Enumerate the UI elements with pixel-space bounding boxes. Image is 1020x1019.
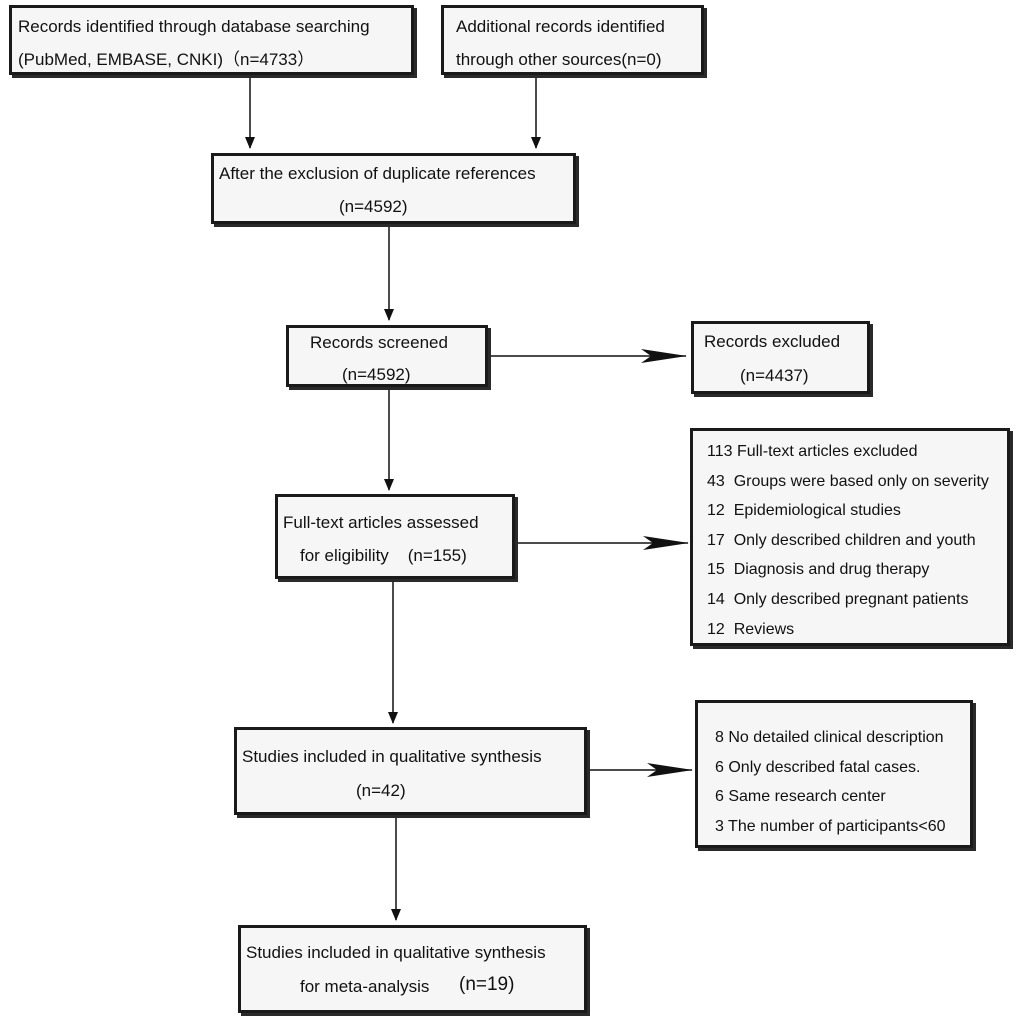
- qualitative-synthesis-box: Studies included in qualitative synthesi…: [234, 727, 587, 815]
- records-identified-box: Records identified through database sear…: [9, 5, 414, 75]
- fulltext-excluded-item: 14 Only described pregnant patients: [707, 590, 969, 608]
- duplicates-excluded-count: (n=4592): [339, 197, 408, 216]
- qualitative-excluded-item: 8 No detailed clinical description: [715, 729, 944, 746]
- meta-analysis-label-2: for meta-analysis: [300, 977, 430, 996]
- qualitative-excluded-item: 6 Same research center: [715, 788, 886, 806]
- meta-analysis-label: Studies included in qualitative synthesi…: [246, 943, 546, 962]
- records-screened-count: (n=4592): [342, 365, 411, 384]
- records-excluded-count: (n=4437): [740, 366, 809, 385]
- fulltext-excluded-item: 17 Only described children and youth: [707, 531, 976, 549]
- fulltext-excluded-item: 12 Reviews: [707, 620, 795, 638]
- qualitative-excluded-item: 6 Only described fatal cases.: [715, 758, 921, 776]
- duplicates-excluded-line1: After the exclusion of duplicate referen…: [219, 164, 536, 183]
- fulltext-excluded-item: 43 Groups were based only on severity: [707, 472, 989, 490]
- fulltext-assessed-box: Full-text articles assessed for eligibil…: [275, 494, 515, 579]
- additional-records-box: Additional records identified through ot…: [441, 5, 704, 75]
- records-excluded-label: Records excluded: [704, 332, 841, 351]
- records-screened-label: Records screened: [310, 333, 448, 352]
- fulltext-excluded-item: 12 Epidemiological studies: [707, 502, 901, 520]
- fulltext-excluded-box: 113 Full-text articles excluded 43 Group…: [690, 428, 1010, 646]
- qualitative-synthesis-count: (n=42): [356, 781, 406, 800]
- records-screened-box: Records screened (n=4592): [286, 325, 488, 387]
- fulltext-excluded-list: 113 Full-text articles excluded 43 Group…: [707, 442, 989, 649]
- records-excluded-box: Records excluded (n=4437): [691, 321, 870, 394]
- additional-records-line1: Additional records identified: [456, 17, 665, 36]
- fulltext-excluded-item: 113 Full-text articles excluded: [707, 443, 918, 460]
- fulltext-excluded-item: 15 Diagnosis and drug therapy: [707, 561, 930, 579]
- meta-analysis-box: Studies included in qualitative synthesi…: [238, 925, 587, 1013]
- meta-analysis-count: (n=19): [459, 974, 515, 995]
- duplicates-excluded-box: After the exclusion of duplicate referen…: [211, 153, 576, 224]
- fulltext-assessed-count: for eligibility (n=155): [300, 546, 467, 565]
- qualitative-excluded-item: 3 The number of participants<60: [715, 817, 946, 835]
- additional-records-line2: through other sources(n=0): [456, 50, 662, 69]
- fulltext-assessed-label: Full-text articles assessed: [283, 513, 479, 532]
- qualitative-synthesis-label: Studies included in qualitative synthesi…: [242, 747, 542, 766]
- qualitative-excluded-box: 8 No detailed clinical description 6 Onl…: [695, 700, 973, 848]
- records-identified-line1: Records identified through database sear…: [18, 17, 370, 36]
- records-identified-line2: (PubMed, EMBASE, CNKI)（n=4733）: [18, 50, 315, 69]
- qualitative-excluded-list: 8 No detailed clinical description 6 Onl…: [715, 728, 946, 846]
